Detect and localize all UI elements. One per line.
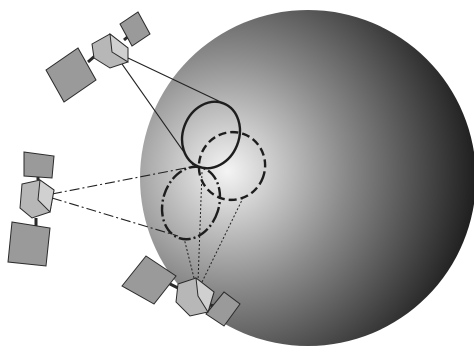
panel-arm (170, 284, 178, 288)
satellite-upper-left (46, 12, 150, 102)
solar-panel (120, 12, 150, 46)
solar-panel (8, 222, 50, 266)
satellite-left (8, 152, 54, 266)
solar-panel (24, 152, 54, 178)
solar-panel (46, 48, 96, 102)
